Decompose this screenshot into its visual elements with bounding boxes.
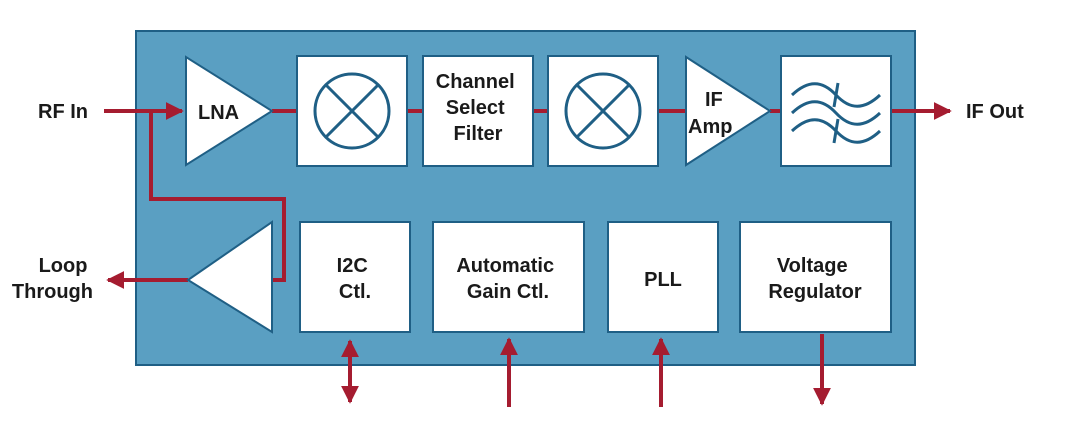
i2c-control-block: [299, 221, 411, 333]
svg-text:IF Amp: IF Amp: [688, 89, 732, 138]
svg-text:Loop Through: Loop Through: [12, 255, 93, 303]
if-out-label: IF Out: [966, 101, 1024, 123]
lna-label: LNA: [198, 102, 239, 124]
vreg-label-line1: Voltage: [777, 255, 848, 277]
svg-text:Automatic Gain Ctl.: Automatic Gain Ctl.: [456, 255, 559, 303]
agc-block: [432, 221, 585, 333]
pll-block: [607, 221, 719, 333]
mixer-2-icon: [564, 72, 642, 150]
csf-label-line2: Select: [446, 97, 505, 119]
csf-label-line1: Channel: [436, 71, 515, 93]
if-amp-label-line1: IF: [705, 89, 723, 111]
mixer-1-icon: [313, 72, 391, 150]
loop-through-amplifier-icon: [186, 220, 273, 334]
if-amp-amplifier-icon: [685, 55, 772, 167]
loop-through-label-line1: Loop: [39, 255, 88, 277]
loop-through-label-line2: Through: [12, 281, 93, 303]
pll-label: PLL: [644, 269, 682, 291]
lna-amplifier-icon: [185, 55, 274, 167]
i2c-label-line2: Ctl.: [339, 281, 371, 303]
if-amp-label-line2: Amp: [688, 116, 732, 138]
csf-label-line3: Filter: [454, 123, 503, 145]
agc-label-line1: Automatic: [456, 255, 554, 277]
loop-through-feed-wire: [149, 111, 286, 282]
voltage-regulator-block: [739, 221, 892, 333]
bandpass-filter-icon: [790, 82, 882, 144]
i2c-label-line1: I2C: [337, 255, 368, 277]
channel-select-filter-block: [422, 55, 534, 167]
vreg-label-line2: Regulator: [768, 281, 862, 303]
svg-text:Voltage Regulator: Voltage Regulator: [768, 255, 862, 303]
rf-in-label: RF In: [38, 101, 88, 123]
agc-label-line2: Gain Ctl.: [467, 281, 549, 303]
svg-text:I2C Ctl.: I2C Ctl.: [337, 255, 374, 303]
svg-text:Channel Select Filter: Channel Select Filter: [436, 71, 520, 145]
